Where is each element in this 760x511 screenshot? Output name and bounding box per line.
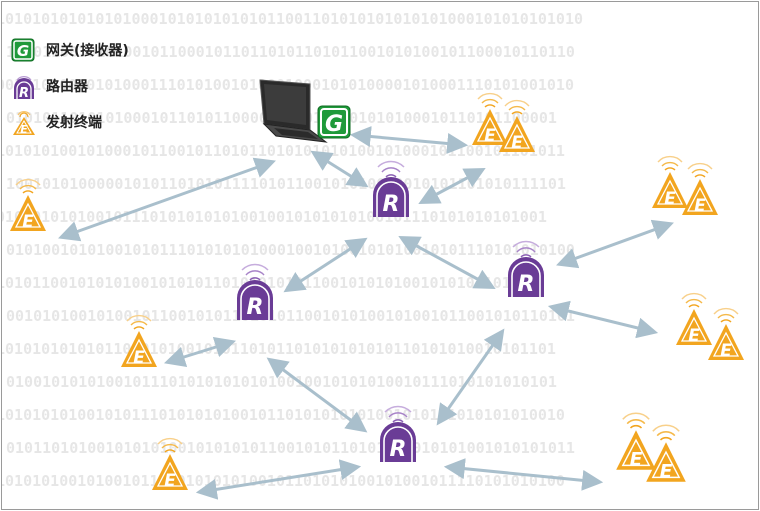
end-device-letter: E bbox=[484, 126, 496, 146]
link-arrow bbox=[443, 458, 604, 491]
link-arrow bbox=[436, 328, 505, 426]
gateway-g-icon: G bbox=[317, 105, 351, 139]
legend-item-router: R 路由器 bbox=[10, 72, 190, 100]
router-r-icon: R bbox=[508, 240, 544, 297]
end-device-e-icon: E bbox=[652, 155, 688, 209]
end-device-e-icon: E bbox=[682, 162, 718, 216]
router-letter: R bbox=[383, 192, 400, 217]
svg-text:R: R bbox=[19, 86, 29, 100]
end-device-e-icon: E bbox=[472, 92, 508, 146]
end-device-letter: E bbox=[660, 461, 673, 482]
link-arrow bbox=[283, 237, 368, 293]
link-arrow bbox=[195, 459, 362, 500]
end-device-e-icon: E bbox=[708, 307, 744, 361]
end-device-letter: E bbox=[720, 341, 732, 361]
link-arrow bbox=[418, 168, 486, 204]
legend-item-end-device: E 发射终端 bbox=[10, 108, 190, 136]
legend-label-gateway: 网关(接收器) bbox=[46, 43, 129, 59]
end-device-e-icon: E bbox=[616, 412, 656, 470]
end-device-e-icon: E bbox=[676, 292, 712, 346]
link-arrow bbox=[556, 219, 674, 269]
end-device-letter: E bbox=[694, 196, 706, 216]
gateway-letter: G bbox=[325, 112, 343, 137]
legend-item-gateway: G 网关(接收器) bbox=[10, 36, 190, 64]
router-r-icon: R bbox=[14, 76, 34, 100]
legend-label-end-device: 发射终端 bbox=[46, 115, 102, 131]
end-device-e-icon: E bbox=[10, 178, 46, 232]
end-device-e-icon: E bbox=[13, 111, 35, 136]
end-device-e-icon: E bbox=[499, 99, 535, 153]
end-device-letter: E bbox=[664, 189, 676, 209]
router-r-icon: R bbox=[237, 263, 273, 320]
gateway-g-icon: G bbox=[11, 38, 35, 62]
end-device-letter: E bbox=[630, 449, 643, 470]
end-device-letter: E bbox=[133, 348, 145, 368]
legend-label-router: 路由器 bbox=[46, 79, 88, 95]
end-device-e-icon: E bbox=[121, 314, 157, 368]
svg-text:G: G bbox=[17, 42, 29, 60]
end-device-letter: E bbox=[688, 326, 700, 346]
end-device-letter: E bbox=[22, 212, 34, 232]
end-device-e-icon: E bbox=[646, 424, 686, 482]
link-arrow bbox=[58, 157, 276, 242]
router-letter: R bbox=[247, 295, 264, 320]
link-arrow bbox=[398, 235, 496, 290]
router-letter: R bbox=[518, 272, 535, 297]
end-device-letter: E bbox=[511, 133, 523, 153]
router-letter: R bbox=[390, 437, 407, 462]
end-device-letter: E bbox=[164, 471, 176, 491]
laptop-icon bbox=[259, 79, 328, 143]
svg-text:E: E bbox=[20, 123, 28, 136]
link-arrow bbox=[547, 300, 659, 339]
router-r-icon: R bbox=[373, 160, 409, 217]
router-r-icon: R bbox=[380, 405, 416, 462]
link-arrows bbox=[58, 126, 674, 500]
end-device-e-icon: E bbox=[152, 437, 188, 491]
link-arrow bbox=[349, 126, 469, 154]
link-arrow bbox=[163, 336, 237, 368]
link-arrow bbox=[266, 357, 368, 433]
link-arrow bbox=[310, 150, 369, 188]
